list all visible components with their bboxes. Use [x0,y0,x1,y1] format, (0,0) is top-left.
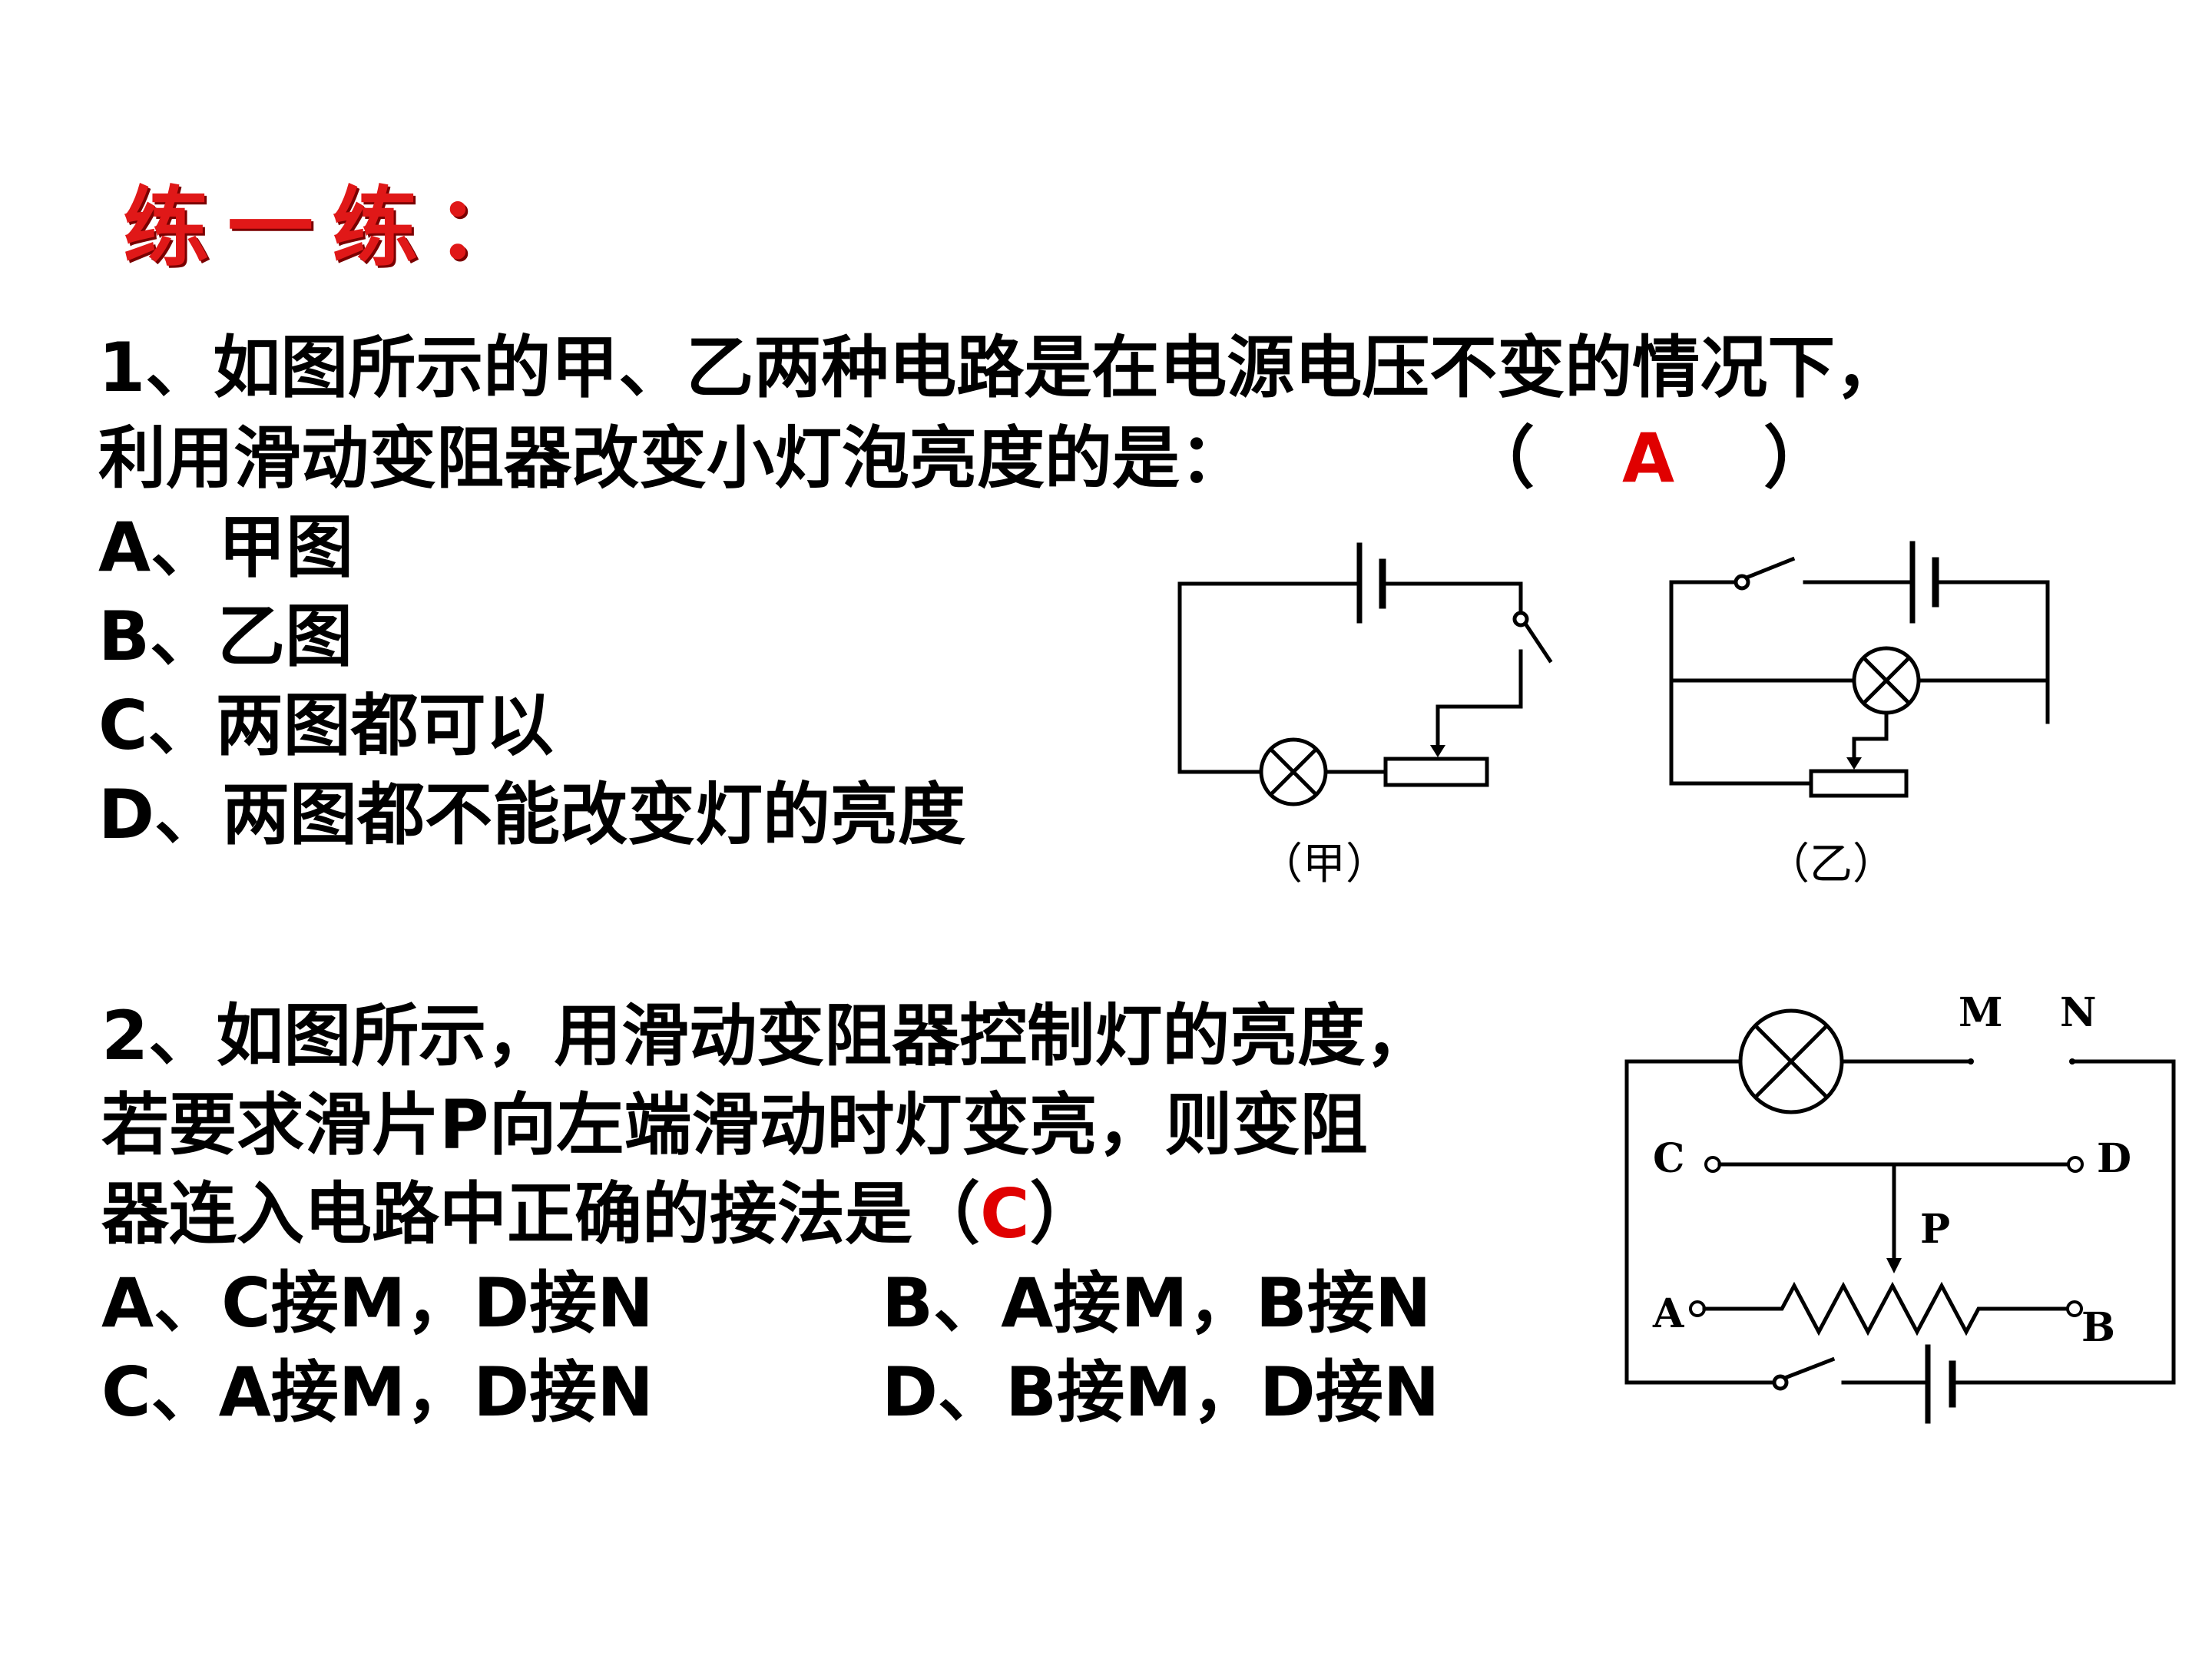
switch-icon [1512,611,1529,628]
q1-option-d: D、两图都不能改变灯的亮度 [98,775,966,854]
switch-icon [1772,1374,1789,1391]
label-c: C [1653,1135,1684,1182]
label-m: M [1959,989,2003,1036]
q1-line-2: 利用滑动变阻器改变小灯泡亮度的是： [98,419,1248,498]
label-d: D [2097,1135,2131,1182]
q2-option-b: B、A接M，B接N [882,1263,1432,1343]
rheostat-icon [1383,757,1489,787]
label-n: N [2060,989,2097,1036]
lamp-icon [1852,646,1921,715]
q2-option-c: C、A接M，D接N [101,1353,654,1432]
q1-option-c: C、两图都可以 [98,686,554,765]
q2-answer: C [980,1174,1030,1253]
resistor-icon [1702,1281,2070,1336]
circuit-yi-diagram [1669,541,2050,798]
q1-line-1: 1、如图所示的甲、乙两种电路是在电源电压不变的情况下， [98,328,1903,407]
page-title: 练一练： [123,177,541,278]
lamp-icon [1738,1008,1844,1114]
q1-option-b: B、乙图 [98,597,353,676]
caption-yi: （乙） [1767,839,1896,889]
label-b: B [2081,1304,2115,1351]
q1-answer: A [1622,419,1675,498]
q1-paren-close: ） [1763,419,1832,498]
circuit-q2-diagram: M N C D P A B [1624,989,2176,1424]
switch-icon [1734,574,1750,591]
caption-jia: （甲） [1260,839,1389,889]
q2-line-3-prefix: 器连入电路中正确的接法是（ [101,1174,981,1253]
rheostat-icon [1809,769,1909,798]
q2-option-a: A、C接M，D接N [101,1263,654,1343]
q1-paren-open: （ [1467,419,1535,498]
q2-line-2: 若要求滑片P向左端滑动时灯变亮，则变阻 [101,1085,1368,1164]
lamp-icon [1259,737,1328,806]
label-p: P [1920,1206,1950,1253]
q2-line-3-suffix: ） [1029,1174,1098,1253]
q2-line-1: 2、如图所示，用滑动变阻器控制灯的亮度， [101,996,1433,1075]
circuit-jia-diagram [1177,542,1553,806]
q2-line-3: 器连入电路中正确的接法是（C） [101,1169,1098,1260]
label-a: A [1652,1290,1684,1337]
q1-option-a: A、甲图 [98,508,354,587]
q2-option-d: D、B接M，D接N [882,1353,1440,1432]
